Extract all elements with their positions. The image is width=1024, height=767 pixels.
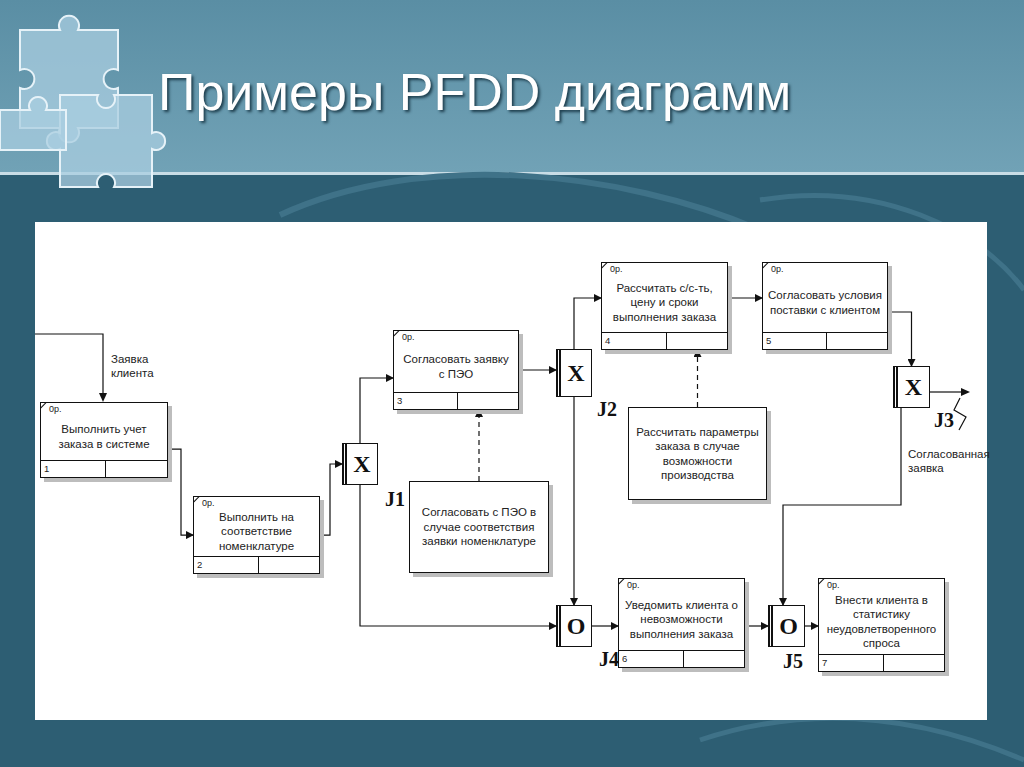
box-number: 7 (819, 655, 884, 671)
footer-cell (458, 393, 518, 409)
junction-label: J5 (783, 650, 803, 673)
process-box: 0р.Согласовать условия поставки с клиент… (762, 262, 888, 350)
box-number: 5 (763, 333, 827, 349)
arrowhead (961, 388, 970, 396)
box-footer: 5 (763, 332, 887, 349)
box-footer: 7 (819, 654, 944, 671)
referent-link (697, 350, 698, 407)
box-footer: 4 (602, 332, 727, 349)
junction-box: XJ1 (342, 443, 378, 485)
box-footer: 6 (619, 650, 744, 667)
footer-cell (884, 655, 945, 671)
flow-label: Заявка клиента (110, 352, 174, 381)
node-code: 0р. (763, 263, 887, 275)
swirl (280, 175, 760, 230)
junction-label: J3 (934, 409, 954, 432)
node-code: 0р. (619, 579, 744, 591)
footer-cell (106, 461, 167, 477)
junction-symbol: O (779, 613, 798, 640)
node-code: 0р. (819, 579, 944, 591)
process-box: 0р.Выполнить учет заказа в системе1 (40, 402, 168, 478)
flow-connector (592, 625, 618, 626)
junction-symbol: O (567, 613, 586, 640)
process-name: Рассчитать с/с-ть, цену и сроки выполнен… (602, 275, 727, 332)
process-name: Внести клиента в статистику неудовлетвор… (819, 591, 944, 654)
box-number: 6 (619, 651, 684, 667)
box-footer: 1 (41, 460, 167, 477)
note-text: Рассчитать параметры заказа в случае воз… (629, 421, 766, 487)
box-number: 3 (394, 393, 458, 409)
process-name: Уведомить клиента о невозможности выполн… (619, 591, 744, 650)
squiggle (954, 398, 966, 430)
node-code: 0р. (394, 331, 518, 343)
process-box: 0р.Рассчитать с/с-ть, цену и сроки выпол… (601, 262, 728, 350)
flow-connector (574, 298, 601, 349)
box-number: 1 (41, 461, 106, 477)
referent-link (478, 410, 479, 481)
flow-connector (360, 378, 393, 443)
flow-connector (519, 369, 556, 370)
node-code: 0р. (194, 497, 319, 509)
footer-cell (827, 333, 887, 349)
node-code: 0р. (41, 403, 167, 415)
junction-box: OJ5 (768, 605, 805, 647)
diagram-panel (35, 222, 987, 720)
junction-symbol: X (905, 374, 922, 401)
junction-label: J1 (385, 488, 405, 511)
referent-note: Рассчитать параметры заказа в случае воз… (628, 407, 767, 500)
arrowhead (99, 393, 107, 402)
box-number: 4 (602, 333, 667, 349)
process-name: Согласовать условия поставки с клиентом (763, 275, 887, 332)
flow-connector (805, 625, 818, 626)
puzzle-piece (0, 97, 66, 150)
junction-symbol: X (353, 451, 370, 478)
junction-label: J4 (599, 648, 619, 671)
flow-label: Согласованная заявка (907, 447, 987, 476)
flow-connector (168, 449, 193, 535)
referent-note: Согласовать с ПЭО в случае соответствия … (409, 481, 549, 573)
puzzle-decoration (0, 16, 165, 187)
process-name: Выполнить учет заказа в системе (41, 415, 167, 460)
process-name: Выполнить на соответствие номенклатуре (194, 509, 319, 556)
note-text: Согласовать с ПЭО в случае соответствия … (410, 501, 548, 552)
box-number: 2 (194, 557, 259, 573)
flow-connector (320, 464, 342, 535)
junction-box: XJ3 (893, 366, 930, 408)
junction-label: J2 (597, 398, 617, 421)
box-footer: 3 (394, 392, 518, 409)
slide-title: Примеры PFDD диаграмм (158, 62, 791, 122)
flow-connector (728, 297, 762, 298)
footer-cell (259, 557, 320, 573)
process-box: 0р.Уведомить клиента о невозможности вып… (618, 578, 745, 668)
flow-connector (888, 312, 912, 366)
junction-box: XJ2 (556, 349, 592, 397)
process-name: Согласовать заявку с ПЭО (394, 343, 518, 392)
junction-symbol: X (567, 360, 584, 387)
process-box: 0р.Внести клиента в статистику неудовлет… (818, 578, 945, 672)
flow-connector (745, 625, 768, 626)
footer-cell (667, 333, 728, 349)
junction-box: OJ4 (556, 605, 592, 647)
output-arrow (930, 391, 962, 392)
node-code: 0р. (602, 263, 727, 275)
input-arrow (35, 334, 103, 394)
swirl (700, 718, 1024, 760)
box-footer: 2 (194, 556, 319, 573)
process-box: 0р.Выполнить на соответствие номенклатур… (193, 496, 320, 574)
process-box: 0р.Согласовать заявку с ПЭО3 (393, 330, 519, 410)
footer-cell (684, 651, 745, 667)
flow-connector (783, 408, 901, 605)
flow-connector (573, 397, 574, 605)
